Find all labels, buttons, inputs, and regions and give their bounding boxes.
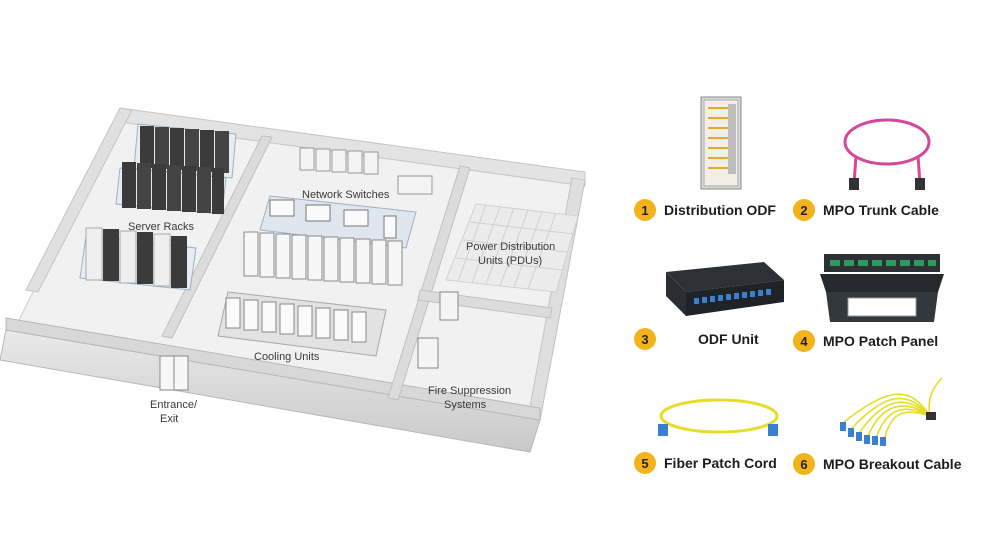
entrance-door xyxy=(159,355,189,391)
legend-label-odf-unit: ODF Unit xyxy=(698,331,759,347)
label-pdu-line2: Units (PDUs) xyxy=(478,255,542,267)
label-entrance-line2: Exit xyxy=(160,413,178,425)
network-switch-group-top xyxy=(299,147,433,195)
server-rack-group-bottom xyxy=(79,227,197,291)
network-switch-group-middle xyxy=(243,231,403,286)
fire-suppression-units xyxy=(417,291,459,369)
legend-label-mpo-patch-panel: MPO Patch Panel xyxy=(823,333,939,349)
legend-item-odf-unit: 3 ODF Unit xyxy=(634,328,759,350)
legend-label-fiber-patch-cord: Fiber Patch Cord xyxy=(664,455,777,471)
distribution-odf-image xyxy=(700,96,742,190)
label-fire-line1: Fire Suppression xyxy=(428,385,511,397)
badge-3: 3 xyxy=(634,328,656,350)
fiber-patch-cord-image xyxy=(658,398,779,436)
label-server-racks: Server Racks xyxy=(128,221,195,233)
label-fire-line2: Systems xyxy=(444,399,487,411)
workstation-area xyxy=(259,195,417,249)
legend-item-mpo-patch-panel: 4 MPO Patch Panel xyxy=(793,330,938,352)
legend-label-mpo-trunk-cable: MPO Trunk Cable xyxy=(823,202,939,218)
mpo-patch-panel-image xyxy=(820,254,944,322)
front-wall-top xyxy=(5,317,541,421)
server-rack-group-middle xyxy=(115,162,227,215)
badge-6: 6 xyxy=(793,453,815,475)
data-center-floorplan: Server Racks Network Switches Cooling Un… xyxy=(0,107,586,453)
badge-4: 4 xyxy=(793,330,815,352)
badge-1: 1 xyxy=(634,199,656,221)
left-wall xyxy=(25,107,133,293)
legend-item-mpo-trunk-cable: 2 MPO Trunk Cable xyxy=(793,199,939,221)
cooling-unit-group xyxy=(217,291,387,357)
label-cooling-units: Cooling Units xyxy=(254,351,320,363)
legend-item-mpo-breakout-cable: 6 MPO Breakout Cable xyxy=(793,453,961,475)
label-network-switches-top: Network Switches xyxy=(302,189,390,201)
legend-item-fiber-patch-cord: 5 Fiber Patch Cord xyxy=(634,452,777,474)
pdu-floor-grid xyxy=(445,203,579,293)
badge-5: 5 xyxy=(634,452,656,474)
odf-unit-image xyxy=(666,262,784,316)
legend-item-distribution-odf: 1 Distribution ODF xyxy=(634,199,776,221)
label-pdu-line1: Power Distribution xyxy=(466,241,555,253)
badge-2: 2 xyxy=(793,199,815,221)
partition-right xyxy=(387,165,471,401)
label-entrance-line1: Entrance/ xyxy=(150,399,198,411)
mpo-breakout-cable-image xyxy=(840,377,943,446)
legend-label-mpo-breakout-cable: MPO Breakout Cable xyxy=(823,456,962,472)
mpo-trunk-cable-image xyxy=(843,118,931,190)
legend-label-distribution-odf: Distribution ODF xyxy=(664,202,776,218)
